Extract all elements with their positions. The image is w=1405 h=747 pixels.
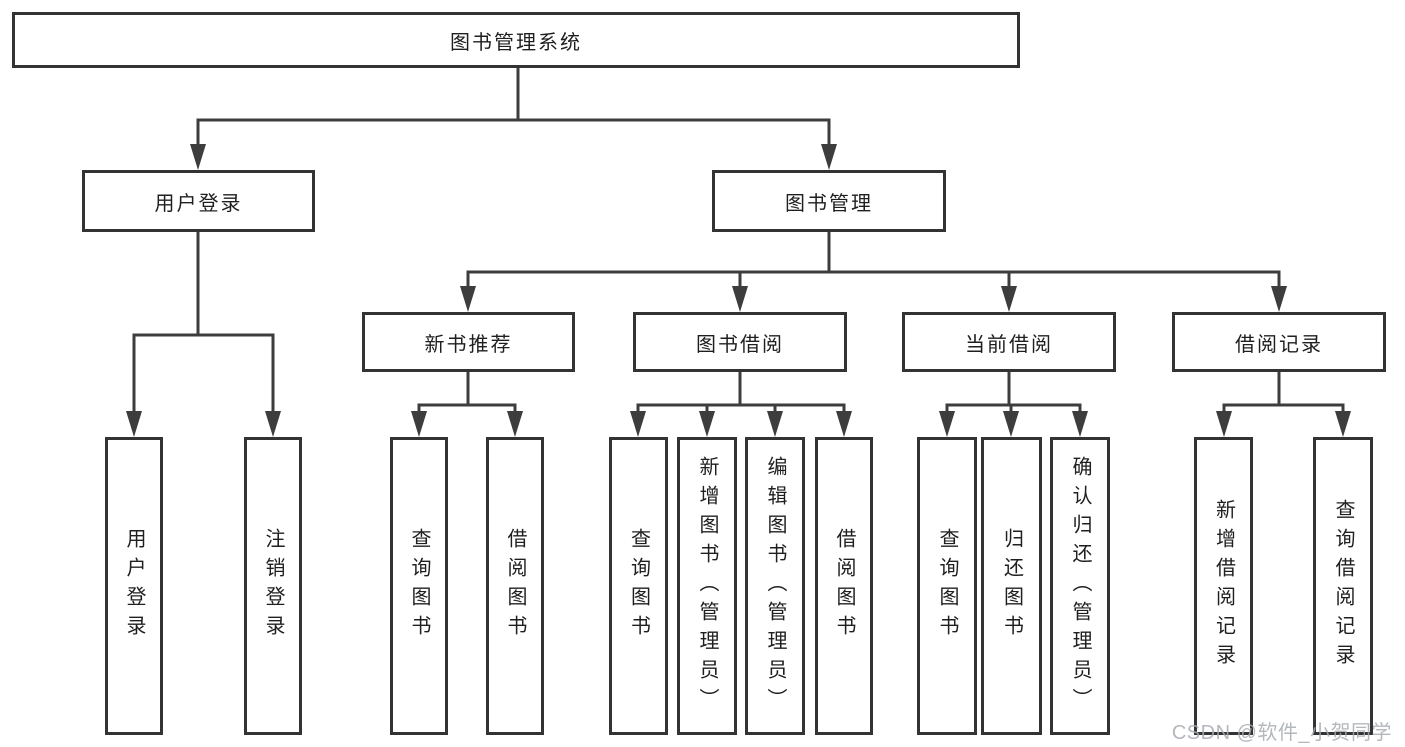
node-leaf-bb-add-book-admin: 新增图书（管理员）: [677, 437, 737, 735]
node-leaf-br-query-record-label: 查询借阅记录: [1332, 499, 1354, 673]
node-leaf-logout: 注销登录: [244, 437, 302, 735]
node-leaf-user-login-label: 用户登录: [123, 528, 145, 644]
watermark: CSDN @软件_小贺同学: [1171, 722, 1392, 744]
node-leaf-bb-query-book: 查询图书: [609, 437, 668, 735]
node-leaf-br-add-record: 新增借阅记录: [1194, 437, 1253, 735]
node-root: 图书管理系统: [12, 12, 1020, 68]
node-new-book-recommend-label: 新书推荐: [424, 333, 513, 356]
node-book-borrow-label: 图书借阅: [696, 333, 784, 356]
node-leaf-nb-query-book-label: 查询图书: [408, 528, 430, 644]
node-leaf-nb-borrow-book: 借阅图书: [486, 437, 544, 735]
node-book-management: 图书管理: [712, 170, 946, 232]
node-leaf-bb-edit-book-admin-label: 编辑图书（管理员）: [764, 455, 786, 717]
node-borrow-record-label: 借阅记录: [1235, 333, 1323, 356]
node-book-management-label: 图书管理: [785, 192, 873, 215]
node-new-book-recommend: 新书推荐: [362, 312, 575, 372]
node-leaf-nb-borrow-book-label: 借阅图书: [504, 528, 526, 644]
node-leaf-cb-return-book-label: 归还图书: [1000, 528, 1023, 644]
node-leaf-bb-add-book-admin-label: 新增图书（管理员）: [696, 455, 718, 717]
node-leaf-cb-confirm-return-admin: 确认归还（管理员）: [1050, 437, 1110, 735]
node-current-borrow-label: 当前借阅: [965, 333, 1053, 356]
node-leaf-logout-label: 注销登录: [262, 528, 284, 644]
node-leaf-cb-confirm-return-admin-label: 确认归还（管理员）: [1069, 455, 1091, 717]
node-leaf-bb-edit-book-admin: 编辑图书（管理员）: [745, 437, 805, 735]
node-leaf-cb-query-book-label: 查询图书: [936, 528, 958, 644]
node-root-label: 图书管理系统: [450, 31, 582, 54]
node-book-borrow: 图书借阅: [633, 312, 847, 372]
node-leaf-cb-query-book: 查询图书: [917, 437, 977, 735]
node-current-borrow: 当前借阅: [902, 312, 1116, 372]
node-leaf-bb-borrow-book: 借阅图书: [815, 437, 873, 735]
node-leaf-br-query-record: 查询借阅记录: [1313, 437, 1373, 735]
node-leaf-cb-return-book: 归还图书: [981, 437, 1042, 735]
node-leaf-bb-query-book-label: 查询图书: [627, 528, 650, 644]
node-leaf-bb-borrow-book-label: 借阅图书: [833, 528, 855, 644]
node-leaf-user-login: 用户登录: [105, 437, 163, 735]
node-leaf-nb-query-book: 查询图书: [390, 437, 448, 735]
node-leaf-br-add-record-label: 新增借阅记录: [1212, 499, 1235, 673]
node-user-login: 用户登录: [82, 170, 315, 232]
node-borrow-record: 借阅记录: [1172, 312, 1386, 372]
node-user-login-label: 用户登录: [154, 192, 243, 215]
arrowheads: [126, 144, 1351, 437]
